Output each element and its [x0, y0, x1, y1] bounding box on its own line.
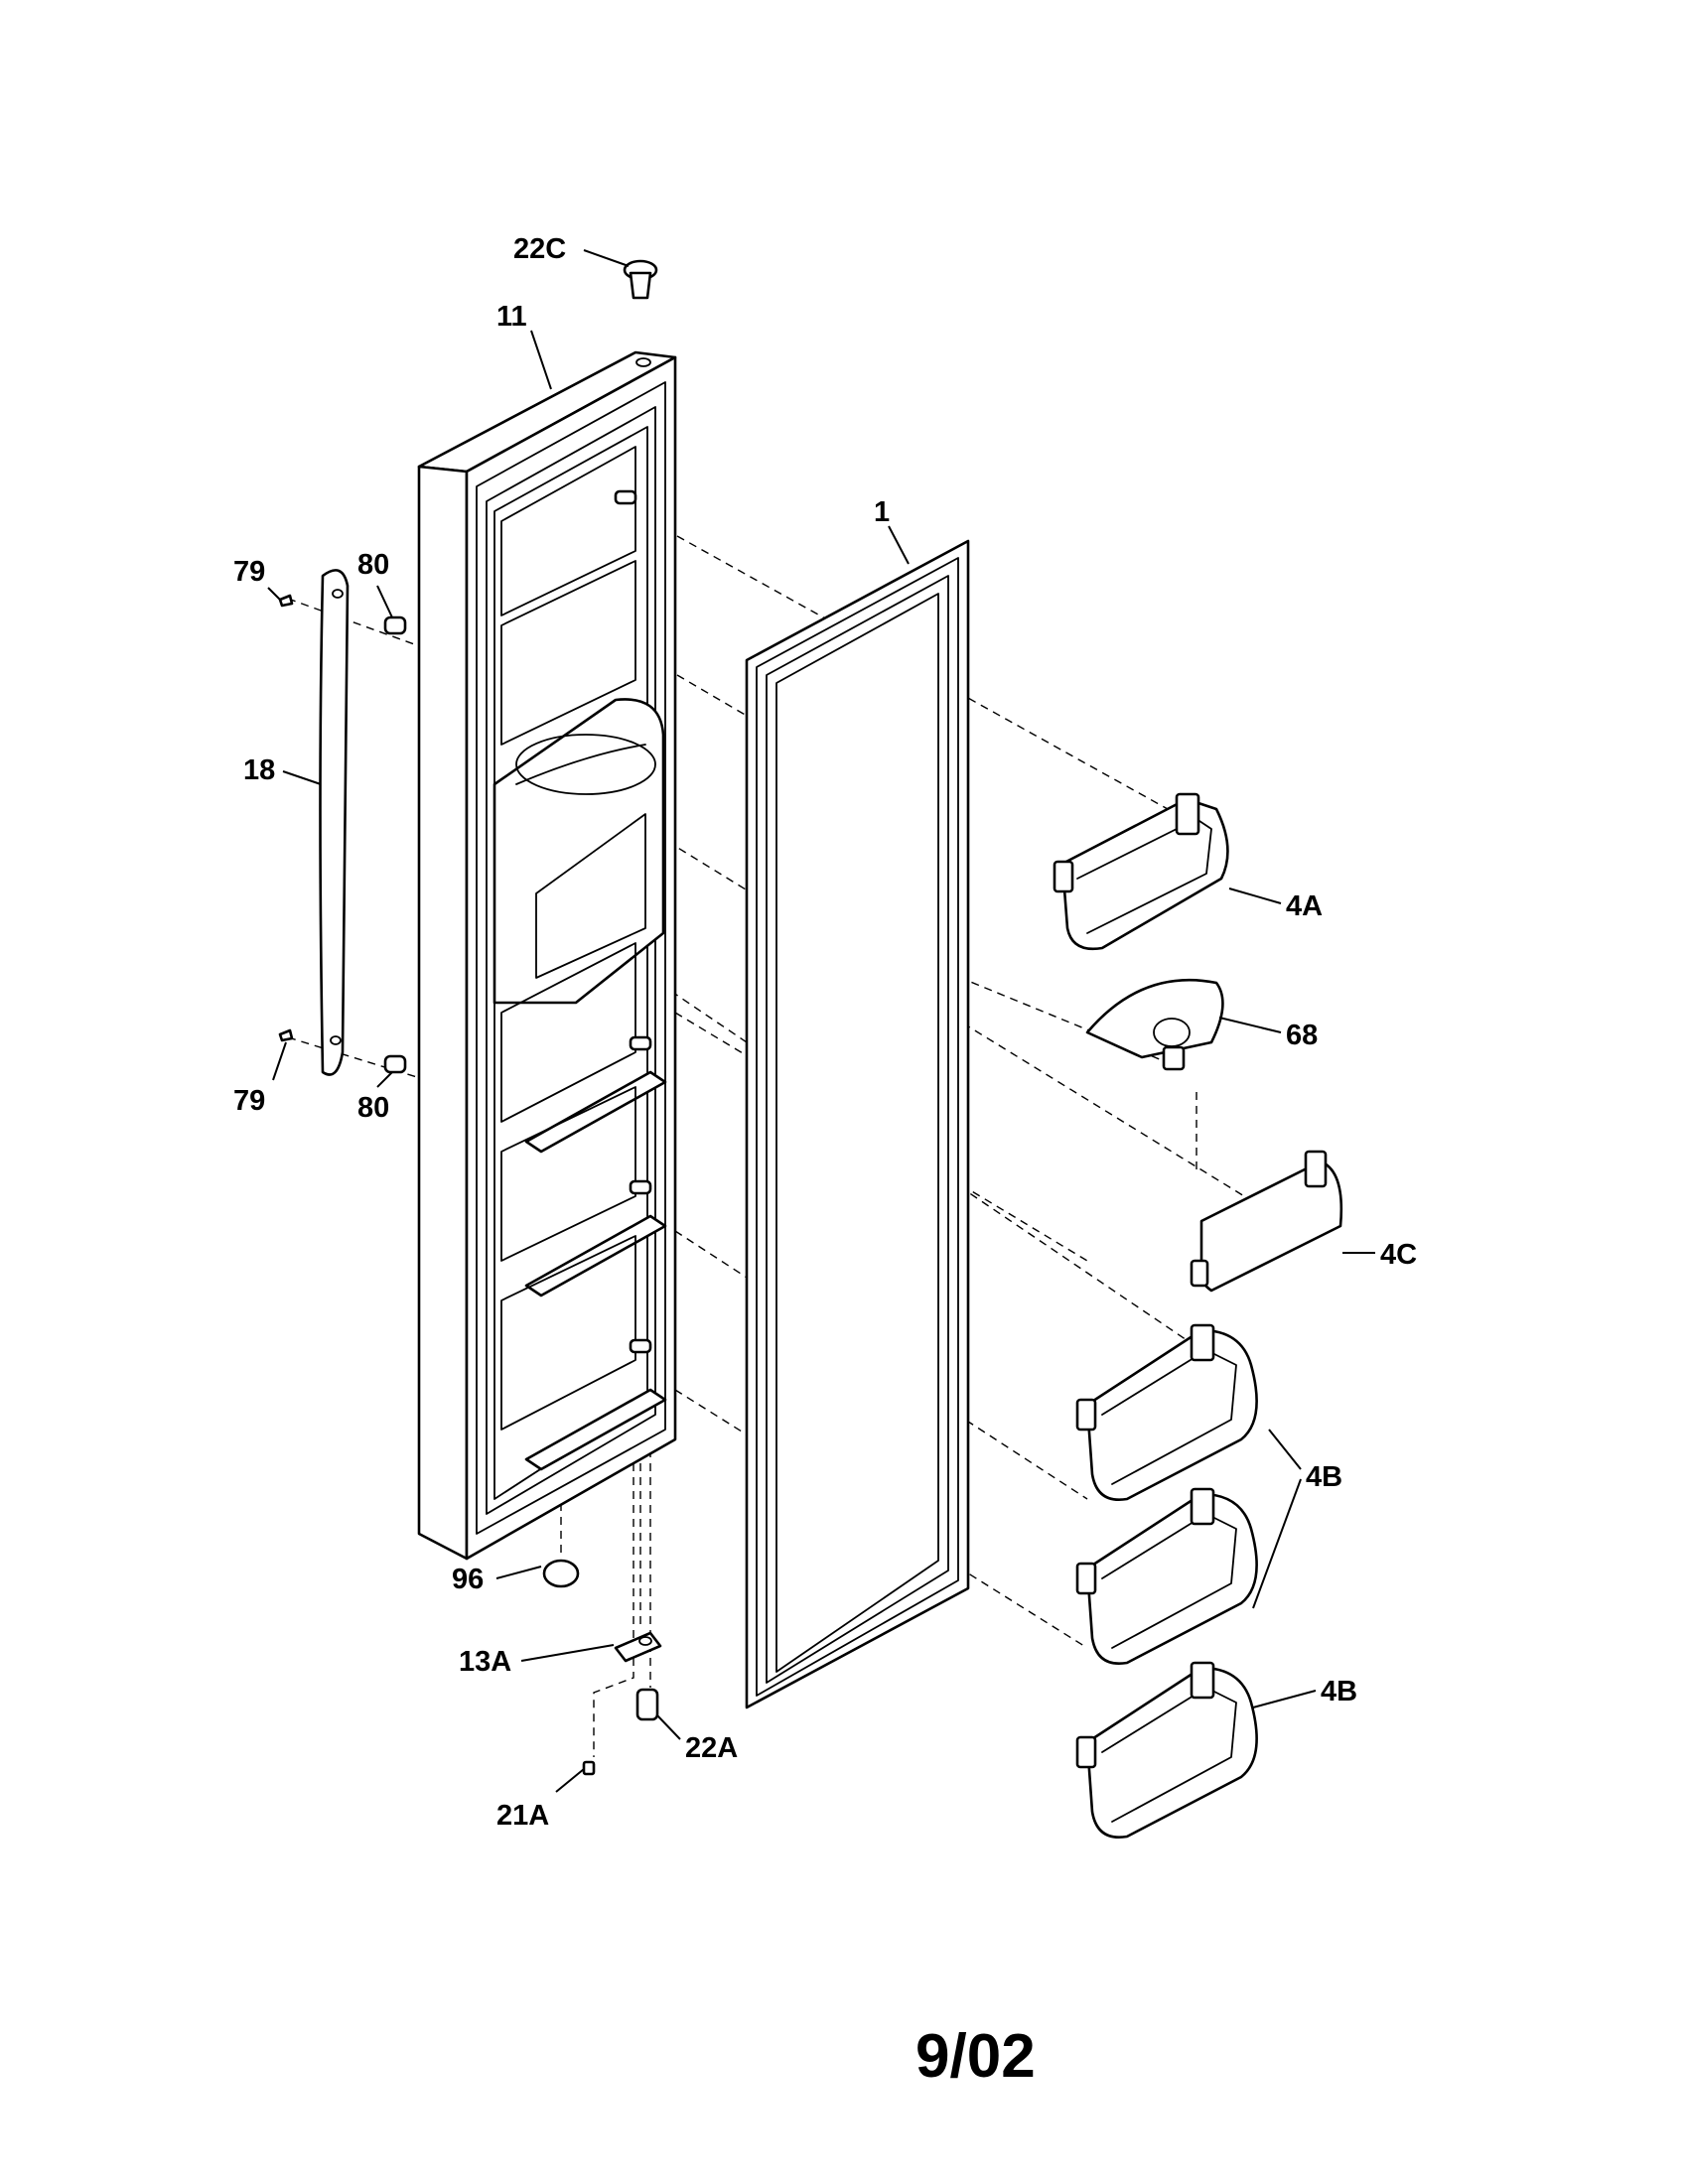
- door-handle: [319, 569, 350, 1076]
- leader-lines: [267, 249, 1375, 1793]
- callout-4b-single: 4B: [1321, 1676, 1357, 1707]
- hinge-pin-22c: [623, 259, 658, 300]
- screw-79-top: [278, 594, 294, 608]
- callout-1: 1: [874, 496, 890, 528]
- door-assembly: [417, 350, 677, 1561]
- screw-79-bottom: [278, 1028, 294, 1042]
- callout-79-bottom: 79: [233, 1085, 265, 1117]
- callout-80-top: 80: [357, 549, 389, 581]
- hinge-plate-13a: [614, 1631, 662, 1663]
- door-bin-4b-middle: [1075, 1487, 1258, 1666]
- callout-11: 11: [496, 301, 527, 333]
- door-bin-4a: [1053, 792, 1229, 951]
- callout-21a: 21A: [496, 1800, 549, 1832]
- revision-date: 9/02: [915, 2022, 1036, 2091]
- door-bin-4c: [1190, 1150, 1343, 1293]
- callout-79-top: 79: [233, 556, 265, 588]
- callout-labels: 22C 11 1 79 80 18 4A 68 79 80 4C 4B 96 1…: [233, 233, 1417, 1832]
- callout-4a: 4A: [1286, 890, 1323, 922]
- callout-22a: 22A: [685, 1732, 738, 1764]
- ice-chute-68: [1085, 978, 1224, 1071]
- callout-96: 96: [452, 1564, 484, 1595]
- callout-13a: 13A: [459, 1646, 511, 1678]
- screw-21a: [582, 1760, 596, 1776]
- callout-4b-pair: 4B: [1306, 1461, 1342, 1493]
- callout-22c: 22C: [513, 233, 566, 265]
- door-bin-4b-lower: [1075, 1661, 1258, 1840]
- callout-80-bottom: 80: [357, 1092, 389, 1124]
- plug-96: [542, 1559, 580, 1588]
- callout-4c: 4C: [1380, 1239, 1417, 1271]
- callout-18: 18: [243, 754, 275, 786]
- door-gasket: [745, 539, 970, 1709]
- stud-80-bottom: [383, 1054, 407, 1074]
- hinge-pin-22a: [635, 1688, 659, 1721]
- door-bin-4b-upper: [1075, 1323, 1258, 1502]
- callout-68: 68: [1286, 1020, 1318, 1051]
- stud-80-top: [383, 615, 407, 635]
